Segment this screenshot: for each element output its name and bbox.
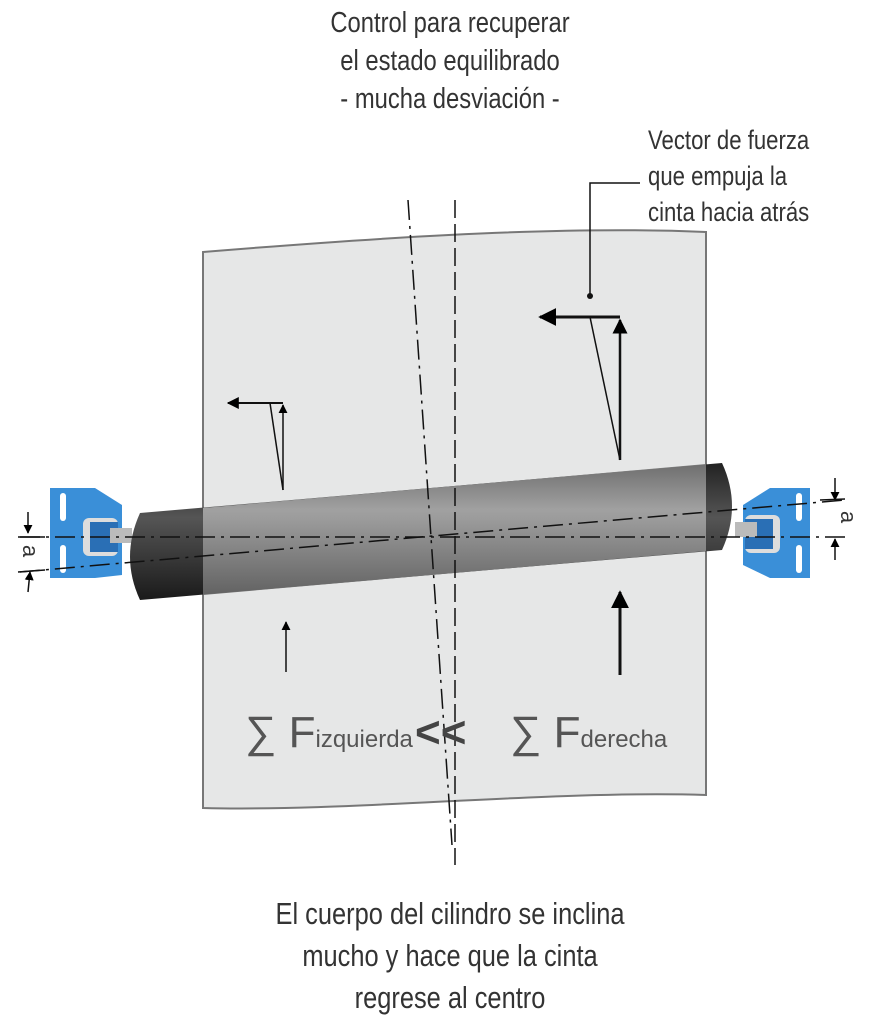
right-bracket [735,488,810,578]
title: Control para recuperar el estado equilib… [330,7,570,115]
formula-comparator: << [415,708,467,757]
left-bracket [50,488,132,578]
caption: El cuerpo del cilindro se inclina mucho … [275,896,625,1015]
tilted-centerline [407,199,453,846]
dimension-label-left: a [18,544,44,558]
vector-label: Vector de fuerza que empuja la cinta hac… [648,125,810,227]
dimension-label-right: a [836,510,862,524]
formula-right: ∑ Fderecha [510,708,668,757]
formula-left: ∑ Fizquierda [245,708,413,757]
